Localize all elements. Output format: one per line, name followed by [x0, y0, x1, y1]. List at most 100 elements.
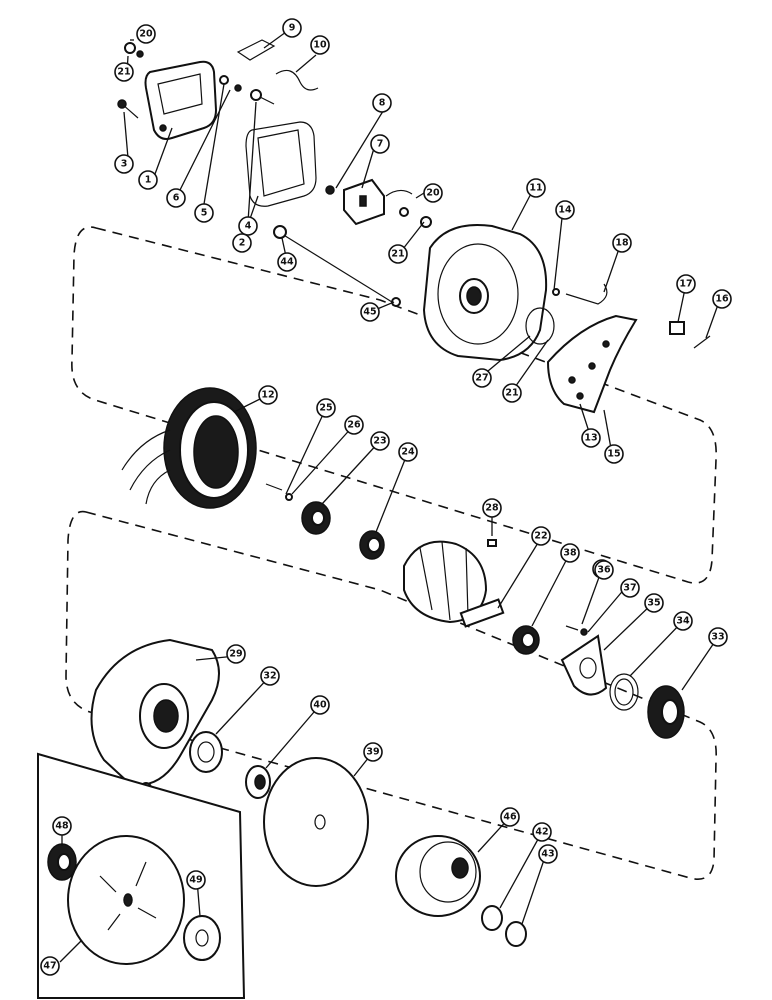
callout-11: 11 [526, 178, 546, 198]
inset-fan [67, 835, 185, 965]
callout-37: 37 [620, 578, 640, 598]
callout-1: 1 [138, 170, 158, 190]
callout-16: 16 [712, 289, 732, 309]
callout-18: 18 [612, 233, 632, 253]
svg-text:38: 38 [563, 548, 577, 559]
svg-text:47: 47 [43, 961, 56, 972]
callout-44: 44 [277, 252, 297, 272]
rectifier-bracket [546, 314, 638, 414]
callout-17: 17 [676, 274, 696, 294]
retainer-screw [565, 625, 588, 636]
callout-14: 14 [555, 200, 575, 220]
svg-text:20: 20 [426, 188, 440, 199]
svg-text:23: 23 [373, 436, 386, 447]
svg-text:44: 44 [280, 257, 294, 268]
svg-text:48: 48 [55, 821, 69, 832]
callout-3: 3 [114, 154, 134, 174]
svg-text:28: 28 [485, 503, 499, 514]
spacer [245, 765, 271, 799]
callout-10: 10 [310, 35, 330, 55]
svg-text:9: 9 [289, 23, 296, 34]
o-ring [525, 307, 555, 345]
spring-clip [275, 69, 319, 91]
rectifier-lead [552, 283, 608, 305]
leader-lines [59, 31, 721, 963]
callout-13: 13 [581, 428, 601, 448]
callout-29: 29 [226, 644, 246, 664]
callout-32: 32 [260, 666, 280, 686]
callout-40: 40 [310, 695, 330, 715]
callout-20-top: 20 [136, 24, 156, 44]
callout-24: 24 [398, 442, 418, 462]
svg-text:8: 8 [379, 98, 386, 109]
callout-48: 48 [52, 816, 72, 836]
pulley-nut [505, 921, 527, 947]
svg-text:36: 36 [597, 565, 611, 576]
callout-39: 39 [363, 742, 383, 762]
svg-text:7: 7 [377, 139, 384, 150]
svg-text:32: 32 [263, 671, 276, 682]
callout-27: 27 [472, 368, 492, 388]
svg-text:33: 33 [711, 632, 724, 643]
svg-text:45: 45 [363, 307, 376, 318]
callout-15: 15 [604, 444, 624, 464]
svg-text:43: 43 [541, 849, 554, 860]
assembly-boundary-upper [71, 226, 717, 584]
stator [121, 387, 257, 509]
callout-36: 36 [594, 560, 614, 580]
svg-text:20: 20 [139, 29, 153, 40]
brush-cover [144, 60, 218, 140]
callout-20-middle: 20 [423, 183, 443, 203]
svg-text:3: 3 [121, 159, 128, 170]
svg-text:21: 21 [391, 249, 404, 260]
lock-washer [481, 905, 503, 931]
svg-text:17: 17 [679, 279, 692, 290]
cover-gasket [245, 121, 317, 207]
svg-text:49: 49 [189, 875, 202, 886]
callout-25: 25 [316, 398, 336, 418]
svg-text:34: 34 [676, 616, 690, 627]
callout-47: 47 [40, 956, 60, 976]
collar [512, 625, 540, 655]
rotor [403, 540, 505, 628]
inset-washer [183, 915, 221, 961]
brush-holder [325, 178, 432, 228]
callout-26: 26 [344, 415, 364, 435]
callout-33: 33 [708, 627, 728, 647]
svg-text:39: 39 [366, 747, 379, 758]
svg-text:14: 14 [558, 205, 572, 216]
rear-bearing [301, 501, 331, 535]
drive-end-housing [90, 638, 220, 794]
svg-text:13: 13 [584, 433, 597, 444]
bearing-retainer [359, 530, 385, 560]
svg-text:40: 40 [313, 700, 327, 711]
front-seal [609, 673, 639, 711]
callout-21-top: 21 [114, 62, 134, 82]
callout-9: 9 [282, 18, 302, 38]
svg-text:27: 27 [475, 373, 488, 384]
inset-spacer [47, 843, 77, 881]
callout-46: 46 [500, 807, 520, 827]
callout-38: 38 [560, 543, 580, 563]
callout-6: 6 [166, 188, 186, 208]
svg-text:15: 15 [607, 449, 620, 460]
svg-text:11: 11 [529, 183, 542, 194]
fan [263, 757, 369, 887]
svg-text:42: 42 [535, 827, 548, 838]
callout-28: 28 [482, 498, 502, 518]
cover-screw [117, 99, 139, 119]
svg-text:26: 26 [347, 420, 361, 431]
callout-12: 12 [258, 385, 278, 405]
svg-text:18: 18 [615, 238, 629, 249]
through-bolt [273, 225, 401, 307]
callout-22: 22 [531, 526, 551, 546]
pulley [395, 835, 481, 917]
svg-text:1: 1 [145, 175, 152, 186]
retainer-plate [560, 634, 608, 696]
callout-21-lower: 21 [502, 383, 522, 403]
callout-42: 42 [532, 822, 552, 842]
terminal-screw [250, 89, 275, 105]
callout-45: 45 [360, 302, 380, 322]
stator-screw [265, 483, 293, 501]
svg-text:22: 22 [534, 531, 547, 542]
